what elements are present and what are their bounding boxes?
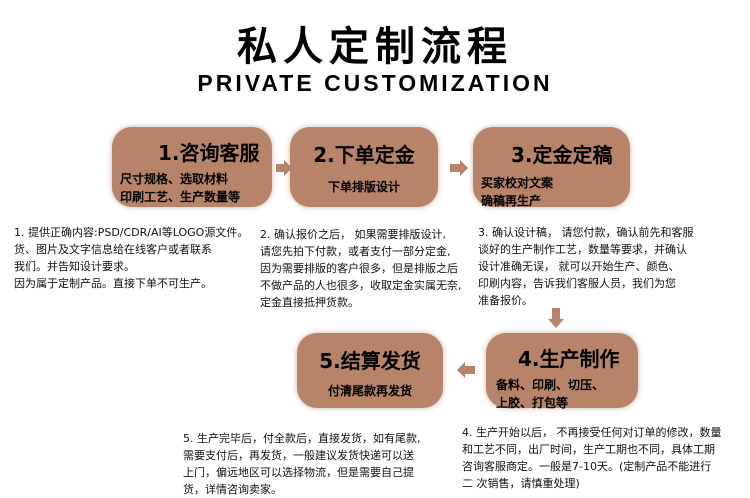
description-line: 印刷内容，告诉我们客服人员，我们为您 xyxy=(478,277,676,290)
step-order-deposit: 2.下单定金 下单排版设计 xyxy=(290,127,438,207)
step-settle-ship: 5.结算发货 付清尾款再发货 xyxy=(297,333,443,408)
description-line: 4. 生产开始以后， 不再接受任何对订单的修改，数量 xyxy=(462,426,722,439)
step-1-description: 1. 提供正确内容:PSD/CDR/AI等LOGO源文件。 货、图片及文字信息给… xyxy=(14,224,248,292)
step-detail-line: 上胶、打包等 xyxy=(496,396,569,410)
arrow-right-icon xyxy=(450,160,468,176)
description-line: 3. 确认设计稿， 请您付款，确认前先和客服 xyxy=(478,226,694,239)
step-detail-line: 付清尾款再发货 xyxy=(327,384,412,398)
step-title: 1.咨询客服 xyxy=(158,141,260,165)
step-detail-line: 下单排版设计 xyxy=(327,180,400,194)
step-consult-service: 1.咨询客服 尺寸规格、选取材料 印刷工艺、生产数量等 xyxy=(112,127,272,207)
step-3-description: 3. 确认设计稿， 请您付款，确认前先和客服 谈好的生产制作工艺，数量等要求，并… xyxy=(478,224,694,309)
arrow-right-icon xyxy=(276,160,292,176)
description-line: 不做产品的人也很多，收取定金实属无奈, xyxy=(260,279,462,292)
step-4-description: 4. 生产开始以后， 不再接受任何对订单的修改，数量 和工艺不同，出厂时间，生产… xyxy=(462,424,722,492)
step-title: 5.结算发货 xyxy=(319,349,421,373)
step-confirm-draft: 3.定金定稿 买家校对文案 确稿再生产 xyxy=(473,127,630,208)
description-line: 设计准确无误， 就可以开始生产、颜色、 xyxy=(478,260,680,273)
step-title: 2.下单定金 xyxy=(313,143,415,167)
description-line: 货、图片及文字信息给在线客户或者联系 xyxy=(14,243,212,256)
step-detail-line: 买家校对文案 xyxy=(481,176,554,190)
step-title: 4.生产制作 xyxy=(518,347,620,371)
page-subtitle: PRIVATE CUSTOMIZATION xyxy=(197,70,553,96)
step-detail-line: 印刷工艺、生产数量等 xyxy=(120,190,241,204)
step-production: 4.生产制作 备料、印刷、切压、 上胶、打包等 xyxy=(486,333,638,410)
description-line: 2. 确认报价之后， 如果需要排版设计, xyxy=(260,228,446,241)
description-line: 因为需要排版的客户很多，但是排版之后 xyxy=(260,262,458,275)
step-detail-line: 备料、印刷、切压、 xyxy=(496,378,605,392)
step-detail-line: 尺寸规格、选取材料 xyxy=(120,172,229,186)
description-line: 上门，偏远地区可以选择物流，但是需要自己提 xyxy=(183,466,414,479)
description-line: 谈好的生产制作工艺，数量等要求，并确认 xyxy=(478,243,687,256)
description-line: 准备报价。 xyxy=(478,294,533,307)
description-line: 定金直接抵押货款。 xyxy=(260,296,359,309)
step-title: 3.定金定稿 xyxy=(511,143,613,167)
step-2-description: 2. 确认报价之后， 如果需要排版设计, 请您先拍下付款，或者支付一部分定金, … xyxy=(260,226,462,311)
description-line: 请您先拍下付款，或者支付一部分定金, xyxy=(260,245,451,258)
description-line: 二 次销售，请慎重处理) xyxy=(462,477,580,490)
description-line: 需要支付后，再发货，一般建议发货快递可以送 xyxy=(183,449,414,462)
description-line: 1. 提供正确内容:PSD/CDR/AI等LOGO源文件。 xyxy=(14,226,249,239)
description-line: 和工艺不同，出厂时间，生产工期也不同，具体工期 xyxy=(462,443,715,456)
arrow-left-icon xyxy=(457,362,475,378)
step-detail-line: 确稿再生产 xyxy=(481,194,542,208)
description-line: 我们。并告知设计要求。 xyxy=(14,260,135,273)
description-line: 货，详情咨询卖家。 xyxy=(183,483,282,496)
description-line: 因为属于定制产品。直接下单不可生产。 xyxy=(14,277,212,290)
page-title: 私人定制流程 xyxy=(237,24,513,70)
step-5-description: 5. 生产完毕后，付全款后，直接发货，如有尾款, 需要支付后，再发货，一般建议发… xyxy=(183,430,421,498)
arrow-down-icon xyxy=(548,308,564,328)
description-line: 5. 生产完毕后，付全款后，直接发货，如有尾款, xyxy=(183,432,421,445)
description-line: 咨询客服商定。一般是7-10天。(定制产品不能进行 xyxy=(462,460,712,473)
